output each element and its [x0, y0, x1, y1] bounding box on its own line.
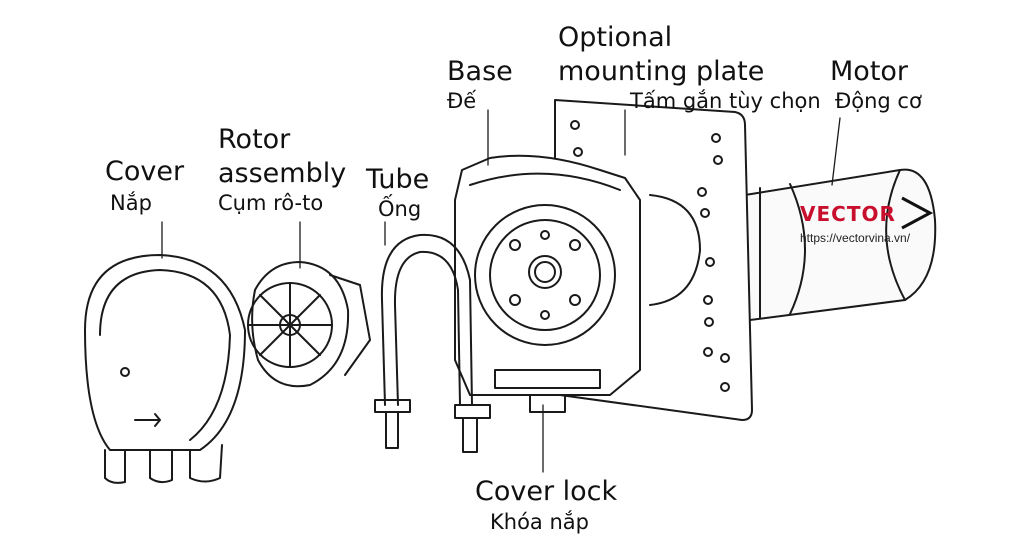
- cover-part: [84, 254, 246, 484]
- motor-part: [744, 168, 937, 321]
- label-rotor-en1: Rotor: [218, 124, 291, 155]
- base-part: [454, 154, 641, 413]
- watermark-brand: VECTOR: [800, 202, 896, 226]
- label-plate-en2: mounting plate: [558, 56, 765, 87]
- label-tube-vi: Ống: [378, 197, 422, 221]
- label-rotor-vi: Cụm rô-to: [218, 191, 324, 215]
- label-rotor-en2: assembly: [218, 158, 347, 189]
- label-motor-vi: Động cơ: [835, 89, 922, 113]
- rotor-part: [247, 261, 371, 388]
- label-cover-vi: Nắp: [110, 191, 152, 215]
- watermark-url: https://vectorvina.vn/: [800, 231, 911, 245]
- label-plate-vi: Tấm gắn tùy chọn: [630, 89, 821, 113]
- label-lock-en: Cover lock: [475, 476, 618, 507]
- label-plate-en1: Optional: [558, 22, 673, 53]
- label-motor-en: Motor: [830, 56, 909, 87]
- label-base-vi: Đế: [447, 89, 477, 113]
- label-tube-en: Tube: [366, 164, 430, 195]
- label-base-en: Base: [447, 56, 513, 87]
- label-cover-en: Cover: [105, 156, 185, 187]
- logo-chevron-icon: [901, 196, 934, 230]
- tube-part: [374, 233, 491, 453]
- leader-lines: [161, 109, 841, 473]
- label-lock-vi: Khóa nắp: [490, 510, 589, 534]
